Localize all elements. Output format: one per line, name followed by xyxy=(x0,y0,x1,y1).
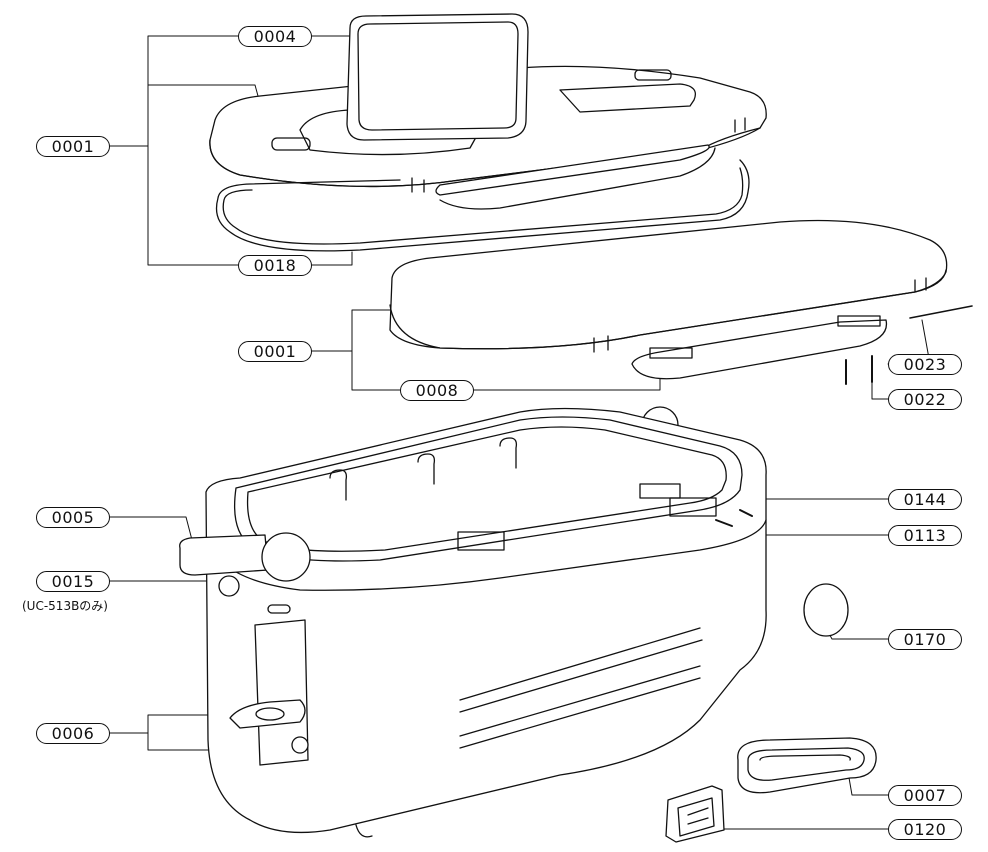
part-label-0170: 0170 xyxy=(888,629,962,650)
part-label-0144: 0144 xyxy=(888,489,962,510)
gasket-part xyxy=(215,159,750,252)
part-label-0022: 0022 xyxy=(888,389,962,410)
part-label-0005: 0005 xyxy=(36,507,110,528)
part-label-0004: 0004 xyxy=(238,26,312,47)
strap-part xyxy=(737,737,877,794)
cap-part xyxy=(803,583,849,637)
part-label-0008: 0008 xyxy=(400,380,474,401)
part-label-0001-inner: 0001 xyxy=(238,341,312,362)
part-note-0015: (UC-513Bのみ) xyxy=(22,599,108,613)
inner-cover-part xyxy=(389,219,973,385)
buckle-part xyxy=(665,785,725,843)
part-label-0007: 0007 xyxy=(888,785,962,806)
part-label-0113: 0113 xyxy=(888,525,962,546)
part-label-0023: 0023 xyxy=(888,354,962,375)
part-label-0018: 0018 xyxy=(238,255,312,276)
lid-part xyxy=(346,13,529,141)
part-label-0006: 0006 xyxy=(36,723,110,744)
cooler-body-part xyxy=(179,406,767,838)
part-label-0120: 0120 xyxy=(888,819,962,840)
part-label-0001-top: 0001 xyxy=(36,136,110,157)
part-label-0015: 0015 xyxy=(36,571,110,592)
